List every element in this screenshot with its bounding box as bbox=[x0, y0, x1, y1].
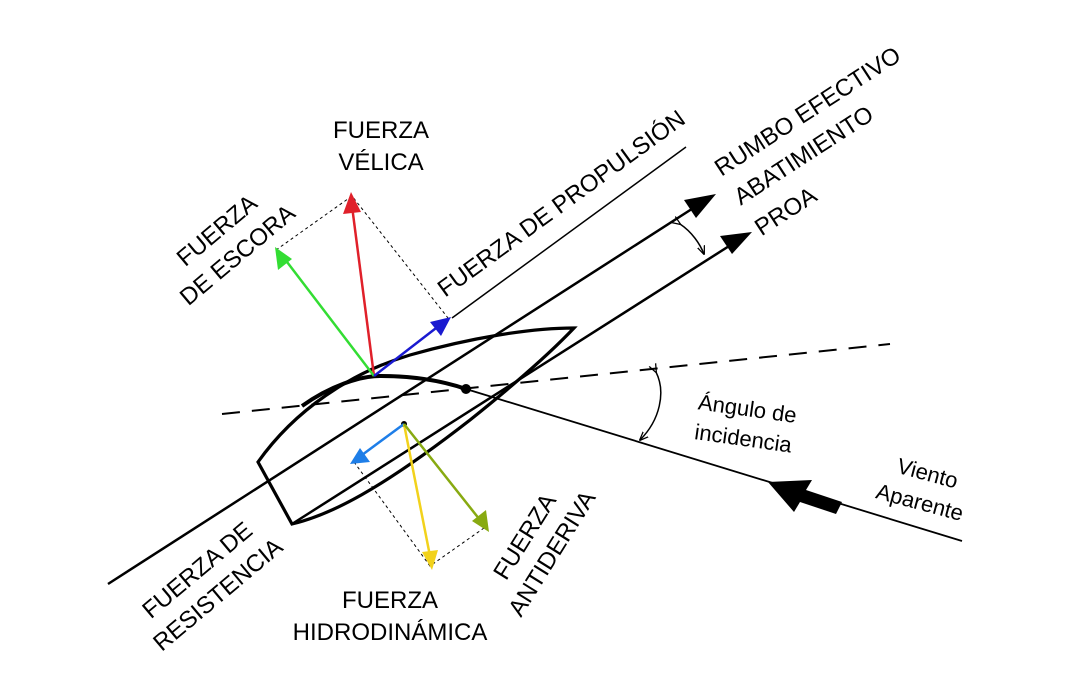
fuerza-propulsion-arrow bbox=[373, 324, 441, 377]
fuerza-velica-label-line2: VÉLICA bbox=[338, 149, 423, 176]
fuerza-antideriva-arrow bbox=[403, 423, 481, 521]
fuerza-velica-arrowhead bbox=[343, 192, 361, 214]
viento-aparente-arrow bbox=[768, 480, 842, 514]
angulo-incidencia-arc bbox=[640, 372, 662, 440]
pivot-point bbox=[461, 384, 471, 394]
fuerza-resistencia-arrowhead bbox=[350, 448, 370, 464]
proa-arrowhead bbox=[720, 232, 752, 254]
sail-force-parallelogram bbox=[275, 195, 449, 319]
fuerza-hidrodinamica-arrowhead bbox=[422, 550, 438, 570]
dashed-axis-line bbox=[221, 343, 891, 415]
fuerza-hidrodinamica-arrow bbox=[402, 423, 432, 557]
fuerza-hidrodinamica-label-line2: HIDRODINÁMICA bbox=[293, 619, 488, 646]
hydro-force-parallelogram bbox=[353, 461, 485, 567]
heading-line bbox=[291, 232, 749, 526]
fuerza-velica-arrow bbox=[350, 205, 376, 377]
fuerza-propulsion-label: FUERZA DE PROPULSIÓN bbox=[433, 105, 691, 302]
fuerza-resistencia-arrow bbox=[361, 422, 405, 457]
rumbo-efectivo-arrowhead bbox=[684, 194, 716, 218]
abatimiento-arc bbox=[680, 224, 704, 254]
fuerza-escora-arrowhead bbox=[275, 247, 292, 270]
sail bbox=[300, 373, 467, 408]
fuerza-propulsion-arrowhead bbox=[430, 317, 451, 336]
viento-aparente-line bbox=[465, 388, 963, 542]
boat-hull bbox=[256, 326, 578, 526]
course-line bbox=[107, 194, 713, 586]
fuerza-escora-arrow bbox=[283, 257, 375, 377]
fuerza-hidrodinamica-label-line1: FUERZA bbox=[342, 587, 438, 614]
fuerza-antideriva-arrowhead bbox=[472, 510, 489, 532]
fuerza-velica-label-line1: FUERZA bbox=[333, 117, 429, 144]
fuerza-propulsion-underline bbox=[451, 146, 687, 319]
